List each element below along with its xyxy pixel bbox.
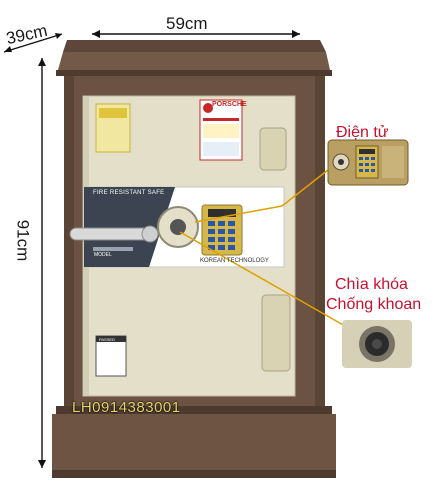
electronic-keypad-zoom xyxy=(327,139,409,186)
key-lock-zoom xyxy=(342,320,412,368)
top-hinge xyxy=(259,127,287,171)
door-handle xyxy=(69,227,151,241)
height-label: 91cm xyxy=(13,219,33,262)
depth-dimension-line xyxy=(3,33,63,53)
bottom-hinge xyxy=(261,294,291,372)
passed-label: PASSED xyxy=(99,337,115,342)
contact-phone-watermark: LH0914383001 xyxy=(72,399,181,416)
safe-base xyxy=(52,414,336,478)
panel-footer: KOREAN TECHNOLOGY xyxy=(200,258,269,264)
panel-title: FIRE RESISTANT SAFE xyxy=(93,190,165,196)
safe-top-crown xyxy=(63,40,326,52)
callout-line-electronic xyxy=(281,169,329,207)
electronic-lock-label: Điện tử xyxy=(336,124,389,141)
passed-sticker xyxy=(95,335,127,377)
brand-label: PORSCHE xyxy=(212,101,247,108)
callout-line-key xyxy=(179,231,353,331)
key-lock-label-line2: Chống khoan xyxy=(326,296,422,313)
width-label: 59cm xyxy=(166,14,208,33)
model-label: MODEL xyxy=(94,252,112,258)
key-lock-label-line1: Chìa khóa xyxy=(335,276,408,293)
